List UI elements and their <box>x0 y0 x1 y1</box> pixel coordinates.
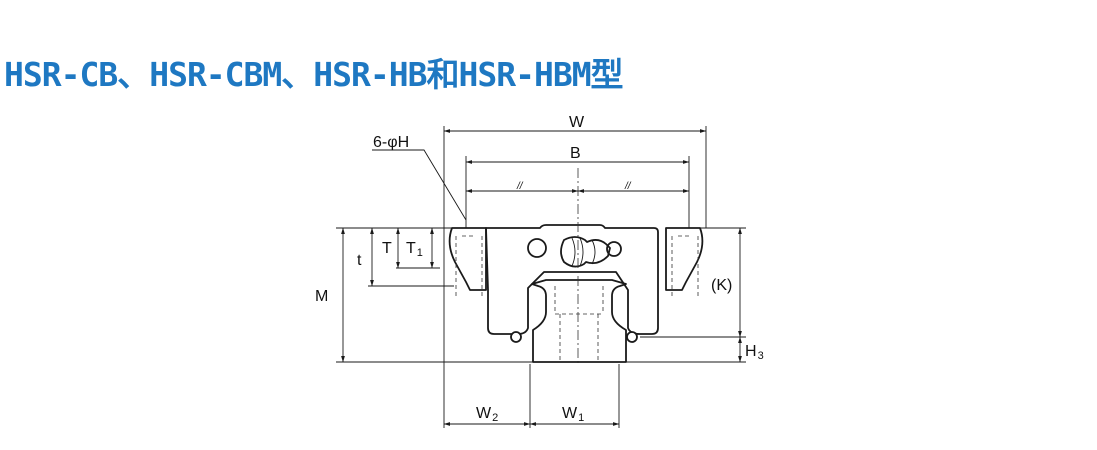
grease-nipple <box>527 236 622 268</box>
seal-bolts <box>510 331 638 343</box>
dimension-lines <box>341 129 742 426</box>
dim-m-label: M <box>315 288 328 305</box>
dim-h3-sub: 3 <box>758 350 764 362</box>
dim-k-label: (K) <box>711 277 732 294</box>
dim-t1-label: T1 <box>406 240 423 259</box>
dim-t-upper-label: T <box>382 240 392 257</box>
equal-mark-left: // <box>516 181 524 192</box>
dim-h3-main: H <box>745 343 757 360</box>
dim-w1-sub: 1 <box>578 412 584 424</box>
dim-w2-sub: 2 <box>492 412 498 424</box>
dim-t1-main: T <box>406 240 416 257</box>
dim-w-label: W <box>569 114 585 131</box>
dim-w2-label: W2 <box>476 405 498 424</box>
extension-lines <box>336 126 746 428</box>
dim-t1-sub: 1 <box>417 247 423 259</box>
flange-bolt-holes <box>455 235 699 296</box>
dim-w1-main: W <box>562 405 578 422</box>
dim-b-label: B <box>570 145 581 162</box>
dim-w2-main: W <box>476 405 492 422</box>
dim-h3-label: H3 <box>745 343 764 362</box>
equal-mark-right: // <box>624 181 632 192</box>
dim-w1-label: W1 <box>562 405 584 424</box>
hole-label: 6-φH <box>373 134 409 151</box>
rail-outline <box>531 279 627 363</box>
dim-t-lower-label: t <box>357 252 362 269</box>
page-title: HSR-CB、HSR-CBM、HSR-HB和HSR-HBM型 <box>4 55 624 94</box>
